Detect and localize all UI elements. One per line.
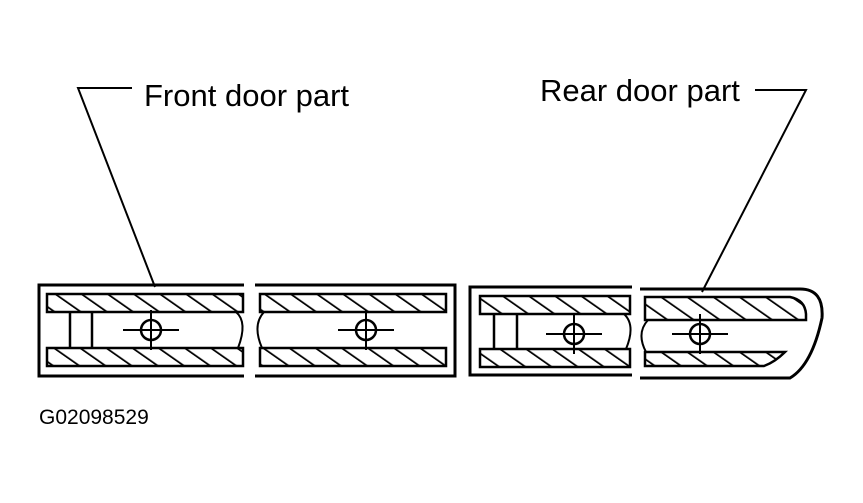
- rear-door-part-label: Rear door part: [540, 73, 740, 108]
- front-door-part-label: Front door part: [144, 78, 349, 113]
- rear-door-leader-line: [701, 89, 808, 293]
- figure-code: G02098529: [39, 406, 149, 429]
- mounting-hole-crosshair-1: [121, 308, 181, 352]
- rear-door-section-rounded-end: [640, 287, 824, 380]
- front-door-section-left-end: [37, 283, 245, 378]
- front-door-leader-line: [76, 87, 156, 288]
- rear-door-section-left-end: [468, 285, 632, 377]
- front-door-section-middle: [255, 283, 457, 378]
- mounting-hole-crosshair-2: [336, 308, 396, 352]
